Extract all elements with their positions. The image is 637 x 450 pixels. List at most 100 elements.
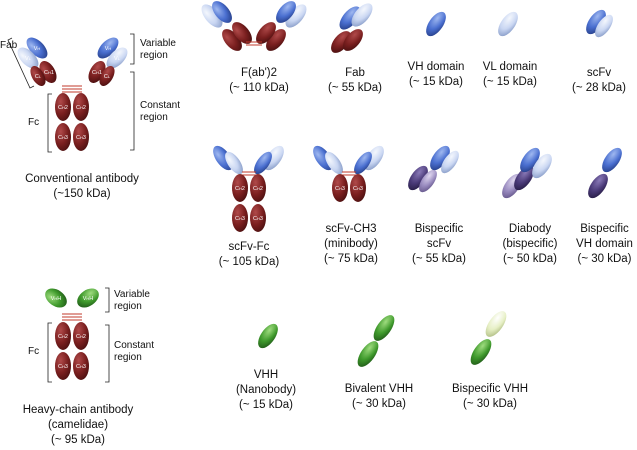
fragment-caption-bispecific-vhh: Bispecific VHH (~ 30 kDa) (438, 382, 542, 412)
fragment-caption-bispecific-vh: Bispecific VH domain (~ 30 kDa) (572, 222, 637, 267)
svg-text:CH2: CH2 (235, 186, 245, 192)
hc-fc-label: Fc (28, 346, 40, 357)
vhh-label-right: VHH (83, 296, 94, 302)
vl-domain-right (106, 47, 128, 69)
fragment-name: Bispecific VH domain (576, 223, 633, 250)
conventional-title: Conventional antibody (25, 173, 139, 185)
constant-region-line2: region (140, 112, 168, 123)
fab-label: Fab (0, 40, 18, 51)
fragment-mass: (~ 55 kDa) (411, 253, 466, 265)
hc-ch3-label-left: CH3 (58, 364, 68, 370)
vl-label: VL (25, 56, 32, 62)
constant-region-label: Constant region (140, 100, 180, 124)
ch3-label: CH3 (58, 135, 68, 141)
fragment-mass: (~ 15 kDa) (408, 76, 463, 88)
bispecific-vhh-drawing (470, 311, 507, 365)
ch1-label: CH1 (44, 70, 54, 76)
vl-domain-left (17, 47, 39, 69)
fragment-caption-bispecific-scfv: Bispecific scFv (~ 55 kDa) (404, 222, 474, 267)
vl-domain-drawing (498, 11, 518, 37)
fragment-caption-vhh: VHH (Nanobody) (~ 15 kDa) (226, 368, 306, 413)
hc-ch3-label-right: CH3 (76, 364, 86, 370)
vh-domain-left (26, 37, 48, 59)
vh-label: VH (34, 46, 41, 52)
hc-hinge-lines (62, 313, 82, 321)
variable-region-bracket (130, 33, 135, 65)
vhh-label-left: VHH (51, 296, 62, 302)
hc-ch3-left (55, 352, 71, 380)
heavy-chain-antibody-drawing: VHH VHH CH2 CH2 CH3 CH3 (45, 287, 110, 383)
hc-ch2-right (73, 322, 89, 350)
conventional-caption: Conventional antibody (~150 kDa) (14, 172, 150, 202)
fragment-caption-vh: VH domain (~ 15 kDa) (400, 60, 472, 90)
fragment-caption-diabody: Diabody (bispecific) (~ 50 kDa) (490, 222, 570, 267)
constant-region-bracket (130, 71, 135, 151)
fragment-name: Fab (345, 67, 365, 79)
svg-text:CH3: CH3 (235, 216, 245, 222)
fragment-mass: (~ 15 kDa) (482, 76, 537, 88)
ch2-label-right: CH2 (76, 105, 86, 111)
fab-bracket (7, 37, 35, 89)
bispecific-scfv-drawing (408, 145, 459, 193)
cl-label-right: CL (104, 74, 111, 80)
svg-text:CH3: CH3 (253, 216, 263, 222)
vhh-domain-right (77, 288, 99, 308)
fragment-name: VHH (Nanobody) (235, 369, 297, 396)
fragment-mass: (~ 50 kDa) (502, 253, 557, 265)
hc-constant-bracket (105, 324, 110, 383)
vhh-domain-left (45, 288, 67, 308)
variable-region-label: Variable region (140, 38, 176, 62)
cl-domain-left (30, 66, 46, 86)
hc-variable-bracket (105, 287, 110, 313)
fab2-drawing (201, 1, 307, 51)
fragment-name: Bispecific VHH (451, 383, 529, 395)
fragment-mass: (~ 30 kDa) (351, 398, 406, 410)
hinge-lines (62, 85, 82, 93)
fragment-caption-scfv: scFv (~ 28 kDa) (564, 66, 634, 96)
hc-variable-line2: region (114, 301, 142, 312)
fragment-name: Bispecific scFv (414, 223, 464, 250)
fragment-name: VL domain (482, 61, 538, 73)
vhh-nanobody-drawing (258, 323, 278, 349)
hc-constant-line2: region (114, 352, 142, 363)
fragment-mass: (~ 55 kDa) (327, 82, 382, 94)
ch3-label-right: CH3 (76, 135, 86, 141)
hc-variable-line1: Variable (114, 289, 150, 300)
bispecific-vh-drawing (588, 147, 622, 199)
fragment-name: VH domain (407, 61, 465, 73)
conventional-mass: (~150 kDa) (53, 188, 111, 200)
fc-label: Fc (28, 117, 40, 128)
hc-constant-region-label: Constant region (114, 340, 154, 364)
ch1-label-right: CH1 (92, 70, 102, 76)
fragment-name: scFv (586, 67, 612, 79)
variable-region-line1: Variable (140, 38, 176, 49)
conventional-antibody-drawing: VH VL VH VL CH1 CL CH1 CL CH2 CH2 CH3 CH… (7, 33, 135, 153)
heavy-chain-mass: (~ 95 kDa) (50, 434, 105, 446)
variable-region-line2: region (140, 50, 168, 61)
fab-drawing (331, 3, 373, 53)
svg-text:CH3: CH3 (335, 186, 345, 192)
fragment-mass: (~ 28 kDa) (571, 82, 626, 94)
fragment-caption-fab: Fab (~ 55 kDa) (320, 66, 390, 96)
fragment-name: Diabody (bispecific) (502, 223, 558, 250)
heavy-chain-title: Heavy-chain antibody (22, 404, 134, 416)
ch2-label: CH2 (58, 105, 68, 111)
hc-ch2-label-right: CH2 (76, 334, 86, 340)
ch2-domain-left (55, 93, 71, 121)
hc-fc-bracket (47, 322, 52, 383)
hc-constant-line1: Constant (114, 340, 155, 351)
ch2-domain-right (73, 93, 89, 121)
fragment-caption-scfv-fc: scFv-Fc (~ 105 kDa) (204, 240, 294, 270)
cl-domain-right (99, 66, 115, 86)
fragment-name: scFv-Fc (228, 241, 270, 253)
heavy-chain-caption: Heavy-chain antibody (camelidae) (~ 95 k… (8, 403, 148, 448)
bivalent-vhh-drawing (357, 315, 395, 367)
fragment-caption-fab2: F(ab')2 (~ 110 kDa) (214, 66, 304, 96)
minibody-drawing: CH3 CH3 (313, 145, 384, 202)
scfv-fc-drawing: CH2 CH2 CH3 CH3 (213, 145, 284, 232)
fragment-mass: (~ 30 kDa) (462, 398, 517, 410)
fragment-mass: (~ 105 kDa) (218, 256, 280, 268)
hc-variable-region-label: Variable region (114, 289, 150, 313)
vh-label-right: VH (105, 46, 112, 52)
